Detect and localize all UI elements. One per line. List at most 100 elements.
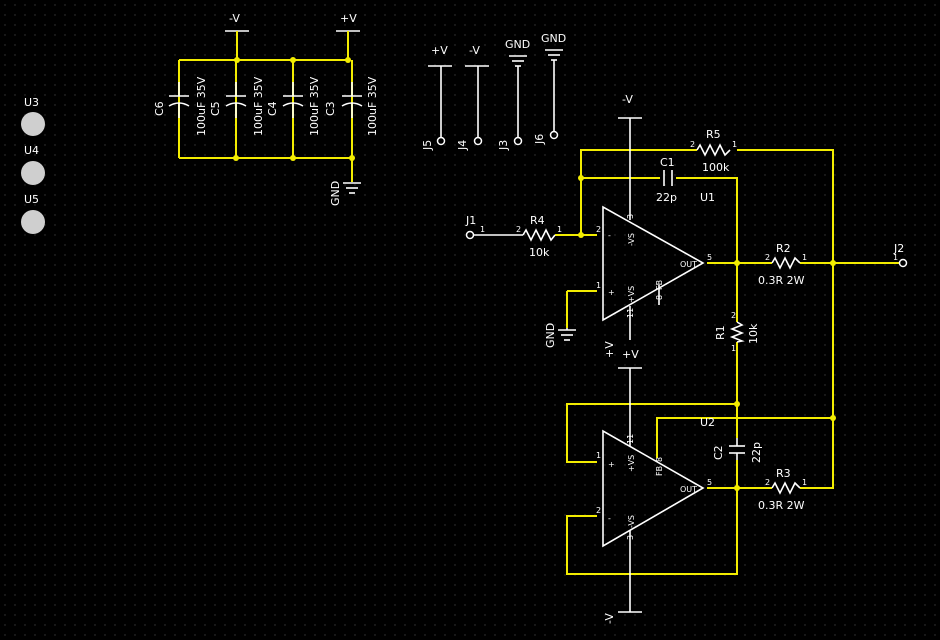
- capacitor-c2[interactable]: C2 22p: [712, 438, 763, 463]
- u2-pin-2: 2: [596, 506, 601, 515]
- u2-pin-5: 5: [707, 478, 712, 487]
- u1-out: OUT: [680, 260, 697, 269]
- capacitor-c1[interactable]: C1 22p: [656, 156, 677, 204]
- c2-value: 22p: [750, 442, 763, 463]
- u4-hole: [21, 161, 45, 185]
- capacitor-c4-symbol[interactable]: [282, 82, 304, 118]
- mounting-hole-u5[interactable]: U5: [21, 193, 45, 234]
- gnd-label-u1: GND: [544, 323, 557, 348]
- r4-value: 10k: [529, 246, 550, 259]
- junction: [578, 232, 584, 238]
- u1-neg-v-label: -V: [622, 93, 633, 106]
- j4-pin: [473, 136, 483, 146]
- u2-neg-v-label: -V: [603, 613, 616, 624]
- j5-net-label: +V: [431, 44, 448, 57]
- u2-pos-in: +: [608, 460, 615, 469]
- u3-label: U3: [24, 96, 39, 109]
- r4-pin-2: 2: [516, 225, 521, 234]
- u2-neg-supply: -VS: [627, 515, 636, 528]
- resistor-r2[interactable]: R2 0.3R 2W 2 1: [758, 242, 807, 287]
- mounting-hole-u4[interactable]: U4: [21, 144, 45, 185]
- c4-ref: C4: [266, 101, 279, 116]
- u2-fb: FB: [655, 466, 664, 476]
- j2-ref: J2: [893, 242, 904, 255]
- pos-v-label-rotated: +V: [603, 341, 616, 358]
- resistor-r1[interactable]: R1 10k 2 1: [714, 311, 760, 353]
- resistor-r4[interactable]: R4 10k 2 1: [516, 214, 562, 259]
- r1-ref: R1: [714, 325, 727, 340]
- junction: [578, 175, 584, 181]
- r3-zigzag: [771, 481, 801, 495]
- connector-j5[interactable]: +V J5: [421, 44, 452, 151]
- u3-hole: [21, 112, 45, 136]
- u2-out: OUT: [680, 485, 697, 494]
- neg-v-label-top: -V: [229, 12, 240, 25]
- resistor-r3[interactable]: R3 0.3R 2W 2 1: [758, 467, 807, 512]
- junction: [349, 155, 355, 161]
- c5-ref: C5: [209, 101, 222, 116]
- c1-ref: C1: [660, 156, 675, 169]
- r3-value: 0.3R 2W: [758, 499, 805, 512]
- capacitor-c5-symbol[interactable]: [225, 82, 247, 118]
- r4-ref: R4: [530, 214, 545, 227]
- r2-value: 0.3R 2W: [758, 274, 805, 287]
- c1-value: 22p: [656, 191, 677, 204]
- gnd-symbol-bank: GND: [329, 181, 361, 206]
- j1-pin-number: 1: [480, 225, 485, 234]
- u5-label: U5: [24, 193, 39, 206]
- junction: [233, 155, 239, 161]
- u1-fb: FB: [655, 280, 664, 290]
- u1-pos-supply: +VS: [627, 286, 636, 303]
- r2-zigzag: [771, 256, 801, 270]
- opamp-u1[interactable]: U1 - + OUT -VS +VS FB 2 1 5 3 11 8: [596, 118, 715, 340]
- c3-ref: C3: [324, 101, 337, 116]
- r4-pin-1: 1: [557, 225, 562, 234]
- j4-net-label: -V: [469, 44, 480, 57]
- junction: [830, 260, 836, 266]
- u1-triangle: [602, 205, 705, 322]
- u2-pin-1: 1: [596, 451, 601, 460]
- connector-j2[interactable]: J2 1: [893, 242, 908, 268]
- u1-neg-supply: -VS: [627, 233, 636, 246]
- u1-pin-1: 1: [596, 281, 601, 290]
- c5-value: 100uF 35V: [252, 76, 265, 136]
- r1-zigzag: [729, 321, 745, 343]
- u1-ref: U1: [700, 191, 715, 204]
- connector-j1[interactable]: J1 1: [465, 214, 523, 240]
- junction: [734, 485, 740, 491]
- resistor-r5[interactable]: R5 100k 2 1: [690, 128, 737, 174]
- j1-pin: [465, 230, 475, 240]
- r1-pin-1: 1: [731, 344, 736, 353]
- junction: [734, 260, 740, 266]
- j3-net-label: GND: [505, 38, 530, 51]
- c6-ref: C6: [153, 101, 166, 116]
- gnd-symbol-u1: GND: [544, 323, 576, 348]
- mounting-hole-u3[interactable]: U3: [21, 96, 45, 136]
- capacitor-c3-symbol[interactable]: [341, 82, 363, 118]
- opamp-u2[interactable]: U2 + - OUT +VS -VS FB 1 2 5 11 3 8: [596, 368, 715, 612]
- r5-value: 100k: [702, 161, 730, 174]
- main-circuit-wires: [555, 149, 900, 575]
- junction: [290, 155, 296, 161]
- r2-ref: R2: [776, 242, 791, 255]
- u1-pin-2: 2: [596, 225, 601, 234]
- connector-j4[interactable]: -V J4: [456, 44, 489, 151]
- connector-j6[interactable]: GND J6: [533, 32, 566, 145]
- j6-net-label: GND: [541, 32, 566, 45]
- r3-pin-2: 2: [765, 478, 770, 487]
- c2-ref: C2: [712, 445, 725, 460]
- junction: [830, 415, 836, 421]
- r3-ref: R3: [776, 467, 791, 480]
- j3-pin: [513, 136, 523, 146]
- u2-ref: U2: [700, 416, 715, 429]
- j4-ref: J4: [456, 140, 469, 151]
- main-junctions: [578, 175, 836, 491]
- u2-triangle: [602, 429, 705, 548]
- connector-j3[interactable]: GND J3: [497, 38, 530, 151]
- capacitor-c6-symbol[interactable]: [168, 82, 190, 118]
- junction: [234, 57, 240, 63]
- j6-pin: [549, 130, 559, 140]
- junction: [345, 57, 351, 63]
- j5-ref: J5: [421, 140, 434, 151]
